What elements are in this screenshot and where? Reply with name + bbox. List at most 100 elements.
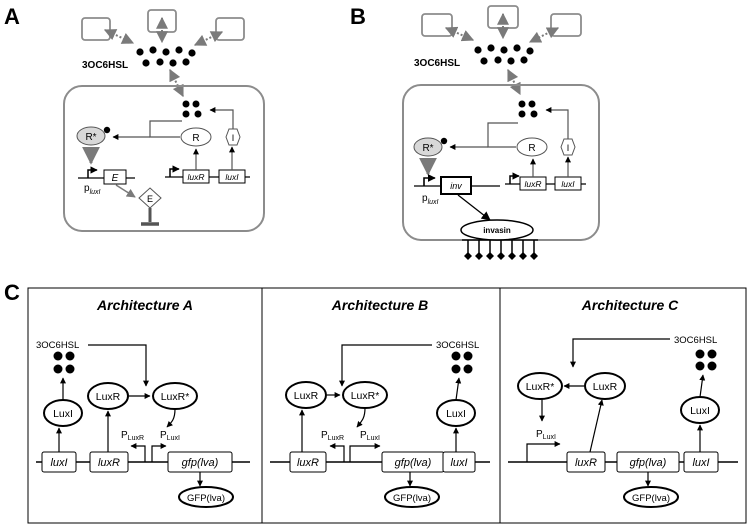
expression-arrow	[589, 399, 604, 453]
regulator-label: R	[192, 133, 199, 144]
diffusion-arrow	[193, 31, 224, 46]
promoter-arrow	[87, 166, 98, 178]
architecture-title: Architecture B	[331, 297, 428, 313]
panel-b: B 3OC6HSL R* R I inv pluxI	[350, 4, 600, 260]
luxi-protein-label: LuxI	[690, 405, 710, 417]
promoter-arrow	[423, 174, 436, 186]
gene-luxi-label: luxI	[225, 172, 239, 182]
promoter-luxi-label: PLuxI	[536, 429, 556, 441]
regulator-binding-line	[149, 120, 182, 138]
gene-inv	[440, 176, 472, 195]
neighbor-cell	[215, 17, 245, 41]
gene-luxi-label: luxI	[692, 457, 709, 469]
promoter-arrow	[509, 172, 520, 184]
regulator-active	[76, 126, 106, 146]
luxr-active-label: LuxR*	[161, 391, 190, 403]
diffusion-arrow	[103, 29, 135, 44]
luxi-protein-label: LuxI	[446, 408, 466, 420]
bound-signal	[440, 137, 448, 145]
promoter-luxi-arrow	[349, 443, 381, 462]
panel-b-letter: B	[350, 4, 366, 29]
promoter-luxi-label: PLuxI	[360, 430, 380, 442]
luxr-protein	[87, 382, 129, 410]
diffusion-arrow	[339, 344, 432, 387]
activation-arrow	[166, 408, 176, 428]
gene-e	[103, 169, 127, 185]
gene-gfp-label: gfp(lva)	[395, 457, 432, 469]
synthesis-arrow	[699, 374, 706, 398]
gfp-protein-label: GFP(lva)	[187, 493, 225, 504]
synthesis-arrow	[455, 377, 462, 401]
gfp-protein	[178, 486, 234, 508]
luxr-protein-label: LuxR	[593, 381, 618, 393]
surface-invasins	[462, 239, 538, 260]
architectures-frame	[27, 287, 747, 524]
gfp-protein-label: GFP(lva)	[632, 493, 670, 504]
gene-gfp-label: gfp(lva)	[182, 457, 219, 469]
panel-a-letter: A	[4, 4, 20, 29]
inducer-label: I	[567, 143, 570, 153]
neighbor-cell	[421, 13, 453, 37]
diffusion-arrow	[570, 338, 670, 368]
promoter-luxi-label: PLuxI	[160, 430, 180, 442]
luxr-protein	[584, 372, 626, 400]
promoter-label: pluxI	[84, 183, 101, 196]
expression-arrow	[457, 194, 491, 221]
molecule-label: 3OC6HSL	[414, 58, 460, 69]
promoter-arrow	[169, 165, 180, 177]
gene-luxi-label: luxI	[561, 179, 575, 189]
protein-e-label: E	[147, 194, 153, 204]
luxr-protein-label: LuxR	[96, 391, 121, 403]
promoter-luxr-label: PLuxR	[321, 430, 344, 442]
promoter-luxr-label: PLuxR	[121, 430, 144, 442]
promoter-luxi-arrow	[526, 441, 561, 462]
regulator-active	[413, 137, 443, 157]
diffusion-arrow	[528, 27, 560, 43]
signal-molecules	[695, 349, 717, 371]
intracellular-molecules	[518, 100, 538, 118]
diffusion-arrow	[444, 26, 475, 42]
gene-luxr-label: luxR	[187, 172, 204, 182]
gfp-protein	[384, 486, 440, 508]
luxr-active-label: LuxR*	[351, 390, 380, 402]
gene-inv-label: inv	[450, 181, 462, 191]
diffusion-arrow	[88, 344, 149, 387]
gfp-protein-label: GFP(lva)	[393, 493, 431, 504]
panel-c-letter: C	[4, 280, 20, 305]
luxr-protein-label: LuxR	[294, 390, 319, 402]
bound-signal	[103, 126, 111, 134]
inducer	[225, 128, 241, 146]
molecule-label: 3OC6HSL	[82, 60, 128, 71]
architecture-a: Architecture A 3OC6HSL LuxI LuxR LuxR* l…	[36, 297, 250, 508]
promoter-luxr-arrow	[130, 443, 146, 462]
activation-arrow	[356, 407, 366, 428]
cell	[402, 84, 600, 241]
gfp-protein	[623, 486, 679, 508]
gene-luxr	[566, 451, 606, 473]
promoter-luxi-arrow	[151, 443, 167, 462]
regulator-active-label: R*	[422, 143, 433, 154]
neighbor-cell	[487, 5, 519, 29]
intracellular-molecules	[182, 100, 202, 118]
inducer-label: I	[232, 133, 235, 143]
protein-invasin-label: invasin	[483, 226, 511, 235]
neighbor-cell	[147, 9, 177, 33]
gene-luxr	[89, 451, 129, 473]
gene-e-label: E	[112, 173, 119, 184]
architecture-title: Architecture A	[96, 297, 193, 313]
diffusion-arrow	[507, 68, 521, 96]
gene-luxi	[442, 451, 476, 473]
signal-molecules	[474, 44, 534, 65]
promoter-luxr-arrow	[329, 443, 345, 462]
gene-luxi-label: luxI	[50, 457, 67, 469]
architecture-b: Architecture B 3OC6HSL LuxR LuxR* LuxI l…	[270, 297, 490, 508]
neighbor-cell	[550, 13, 582, 37]
gene-luxi-label: luxI	[450, 457, 467, 469]
architecture-title: Architecture C	[581, 297, 679, 313]
gene-luxi	[683, 451, 719, 473]
signal-molecules	[451, 351, 473, 374]
gene-luxr-label: luxR	[297, 457, 319, 469]
architecture-c: Architecture C 3OC6HSL LuxR* LuxR LuxI P…	[508, 297, 738, 508]
panel-c: C Architecture A 3OC6HSL LuxI LuxR LuxR*…	[4, 280, 747, 524]
